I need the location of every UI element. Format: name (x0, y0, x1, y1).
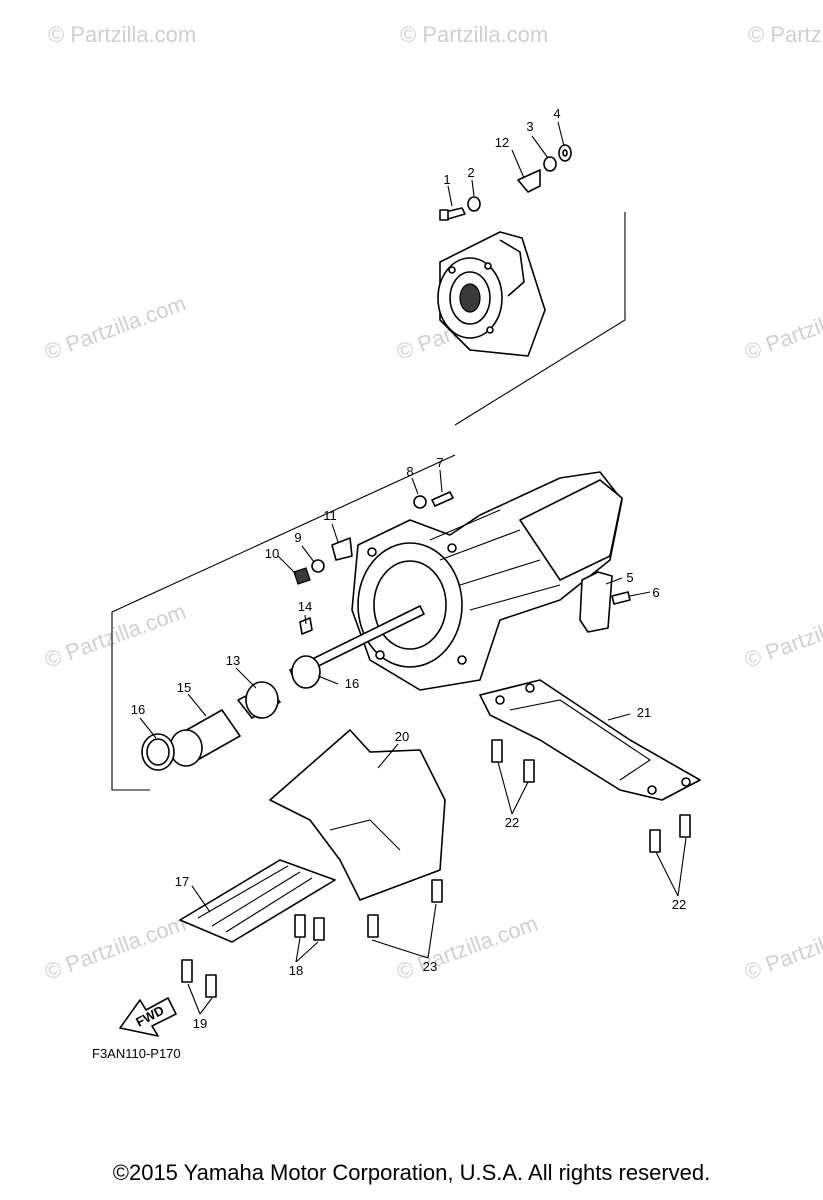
callout-8: 8 (406, 464, 413, 479)
watermark-text: © Partzilla.com (41, 291, 189, 365)
watermark-text: © Partzilla.com (41, 911, 189, 985)
watermark-text: © Partzilla.com (400, 22, 548, 47)
side-bracket (579, 571, 631, 633)
cover-plate (479, 679, 701, 801)
callout-23: 23 (423, 959, 437, 974)
intake-grate (179, 859, 336, 943)
callout-19: 19 (193, 1016, 207, 1031)
callout-9: 9 (294, 530, 301, 545)
callout-17: 17 (175, 874, 189, 889)
callout-7: 7 (436, 455, 443, 470)
shaft-components (141, 617, 321, 771)
leader-lines (139, 121, 687, 1015)
housing-hardware (293, 491, 454, 585)
watermark-text: © Partzilla.com (741, 599, 823, 673)
watermark-text: © Partzilla.com (741, 911, 823, 985)
callout-21: 21 (637, 705, 651, 720)
callout-20: 20 (395, 729, 409, 744)
upper-housing (437, 144, 572, 357)
callout-2: 2 (467, 165, 474, 180)
callout-10: 10 (265, 546, 279, 561)
watermark-text: © Partzilla.com (48, 22, 196, 47)
watermark-text: © Partzilla.com (41, 599, 189, 673)
copyright-notice: ©2015 Yamaha Motor Corporation, U.S.A. A… (112, 1160, 711, 1185)
callout-11: 11 (323, 508, 337, 523)
mounting-bolts (181, 739, 691, 998)
forward-arrow: FWD (119, 997, 177, 1037)
watermark-text: © Partzilla.com (741, 291, 823, 365)
callout-13: 13 (226, 653, 240, 668)
callout-3: 3 (526, 119, 533, 134)
callout-4: 4 (553, 106, 560, 121)
diagram-code: F3AN110-P170 (92, 1046, 181, 1061)
callout-numbers: 1 2 3 4 12 8 7 11 10 9 5 6 14 13 15 16 1… (131, 106, 686, 1031)
callout-15: 15 (177, 680, 191, 695)
callout-22: 22 (505, 815, 519, 830)
callout-16: 16 (131, 702, 145, 717)
callout-22: 22 (672, 897, 686, 912)
callout-6: 6 (652, 585, 659, 600)
watermark-text: © Partzilla.com (393, 911, 541, 985)
callout-12: 12 (495, 135, 509, 150)
callout-1: 1 (443, 172, 450, 187)
callout-16: 16 (345, 676, 359, 691)
callout-5: 5 (626, 570, 633, 585)
callout-14: 14 (298, 599, 312, 614)
callout-18: 18 (289, 963, 303, 978)
watermark-text: © Partzilla.com (748, 22, 823, 47)
ride-plate (269, 729, 446, 901)
assembly-frame (111, 212, 626, 791)
